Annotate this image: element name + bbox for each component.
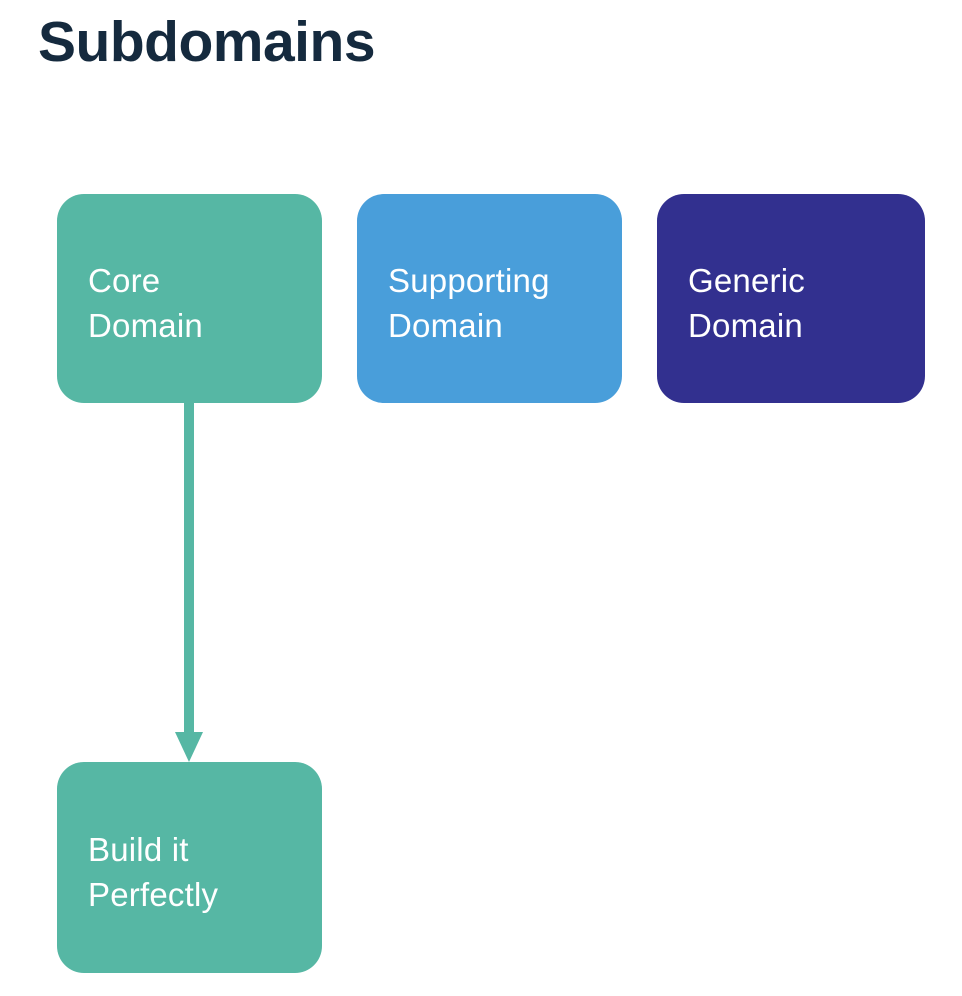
node-label-line: Generic bbox=[688, 261, 805, 299]
node-label-line: Perfectly bbox=[88, 875, 219, 913]
node-generic-domain: Generic Domain bbox=[657, 194, 925, 403]
arrow-core-to-build bbox=[175, 403, 203, 762]
node-label-line: Core bbox=[88, 261, 161, 299]
node-core-domain: Core Domain bbox=[57, 194, 322, 403]
node-build-it-perfectly: Build it Perfectly bbox=[57, 762, 322, 973]
arrow-stem bbox=[184, 403, 194, 739]
page-title: Subdomains bbox=[38, 10, 376, 74]
node-label-line: Domain bbox=[88, 306, 203, 344]
node-supporting-domain: Supporting Domain bbox=[357, 194, 622, 403]
arrow-down-head-icon bbox=[175, 732, 203, 762]
node-label-line: Supporting bbox=[388, 261, 550, 299]
node-label-line: Domain bbox=[388, 306, 503, 344]
node-label-line: Domain bbox=[688, 306, 803, 344]
node-label-line: Build it bbox=[88, 830, 189, 868]
